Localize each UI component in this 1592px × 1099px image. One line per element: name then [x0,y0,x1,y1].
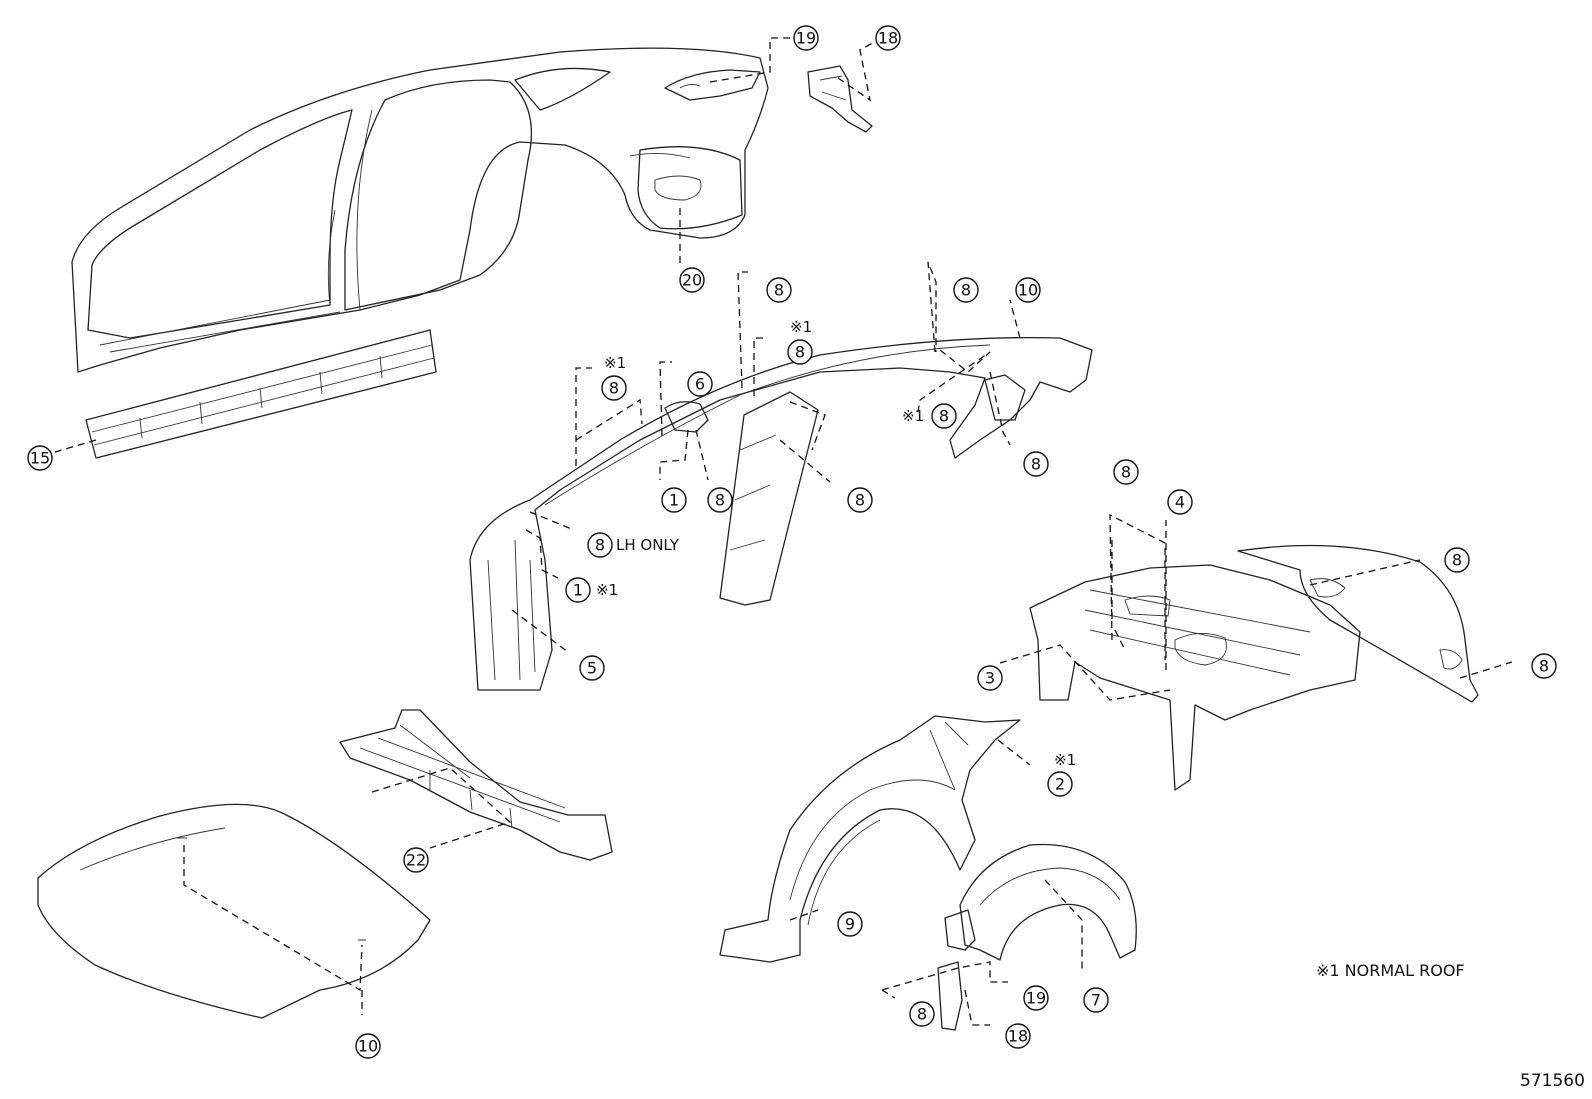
svg-text:22: 22 [406,851,426,870]
svg-text:1: 1 [573,581,583,600]
callout-4: 4 [1167,489,1193,515]
front-apron-wheel-house [719,715,1021,963]
callout-18-upper: 18 [875,25,901,51]
rear-wheel-house-inner [937,843,1137,1031]
callout-8-a: 8 [766,277,792,303]
rear-floor-panel-assembly [1029,564,1361,791]
callout-2: 2 [1047,771,1073,797]
rocker-panel-reinforcement [85,329,437,459]
hood-panel [37,803,431,1019]
figure-number: 571560 [1520,1071,1585,1091]
callout-19-lower: 19 [1023,985,1049,1011]
svg-text:10: 10 [1018,281,1038,300]
svg-text:15: 15 [30,449,50,468]
callout-8-trunk-lower: 8 [1531,653,1557,679]
normal-roof-mark-8e: ※1 [604,354,626,372]
normal-roof-mark-2: ※1 [1054,751,1076,769]
callout-8-d: 8 [931,403,957,429]
svg-text:8: 8 [1539,657,1549,676]
callout-15: 15 [27,445,53,471]
callout-6: 6 [687,371,713,397]
callout-8-h: 8 [847,487,873,513]
luggage-compartment-door [1237,544,1479,703]
cowl-top-panel [339,709,613,861]
svg-text:8: 8 [795,343,805,362]
normal-roof-mark-8d: ※1 [902,407,924,425]
svg-text:8: 8 [917,1005,927,1024]
callout-8-lh-only: 8 [587,532,613,558]
callout-8-b: 8 [953,277,979,303]
callout-5: 5 [579,655,605,681]
upper-back-bracket [807,65,873,133]
svg-text:9: 9 [845,915,855,934]
callout-18-lower: 18 [1005,1023,1031,1049]
svg-text:4: 4 [1175,493,1185,512]
svg-text:8: 8 [961,281,971,300]
callout-8-f: 8 [1023,451,1049,477]
svg-text:3: 3 [985,669,995,688]
svg-text:8: 8 [1031,455,1041,474]
callout-8-e: 8 [601,375,627,401]
callout-8-c: 8 [787,339,813,365]
svg-text:5: 5 [587,659,597,678]
normal-roof-mark-1: ※1 [596,581,618,599]
svg-text:6: 6 [695,375,705,394]
svg-text:7: 7 [1091,991,1101,1010]
svg-text:8: 8 [774,281,784,300]
callout-8-g: 8 [707,487,733,513]
callout-9: 9 [837,911,863,937]
lh-only-label: LH ONLY [616,536,680,554]
svg-text:19: 19 [1026,989,1046,1008]
normal-roof-mark-8c: ※1 [790,318,812,336]
svg-text:19: 19 [796,29,816,48]
svg-text:8: 8 [715,491,725,510]
svg-text:10: 10 [358,1037,378,1056]
callout-10-upper: 10 [1015,277,1041,303]
quarter-panel-extension-upper [664,69,761,101]
svg-text:20: 20 [682,271,702,290]
callout-1-left: 1 [565,577,591,603]
body-side-outer-panel [71,47,769,373]
roof-side-rail-assembly [469,336,1093,691]
callout-1-center: 1 [661,487,687,513]
callout-8-lower: 8 [909,1001,935,1027]
normal-roof-legend: ※1 NORMAL ROOF [1316,961,1465,980]
svg-text:8: 8 [609,379,619,398]
callout-8-floor: 8 [1113,459,1139,485]
svg-text:2: 2 [1055,775,1065,794]
callout-3: 3 [977,665,1003,691]
svg-text:8: 8 [595,536,605,555]
callout-19-upper: 19 [793,25,819,51]
callout-8-trunk-upper: 8 [1444,547,1470,573]
svg-text:8: 8 [1121,463,1131,482]
svg-text:8: 8 [939,407,949,426]
callout-22: 22 [403,847,429,873]
svg-text:1: 1 [669,491,679,510]
callout-10-lower: 10 [355,1033,381,1059]
callout-20: 20 [679,267,705,293]
svg-text:8: 8 [1452,551,1462,570]
svg-text:18: 18 [878,29,898,48]
svg-text:8: 8 [855,491,865,510]
svg-text:18: 18 [1008,1027,1028,1046]
callout-7: 7 [1083,987,1109,1013]
leader-lines [54,37,1513,1026]
